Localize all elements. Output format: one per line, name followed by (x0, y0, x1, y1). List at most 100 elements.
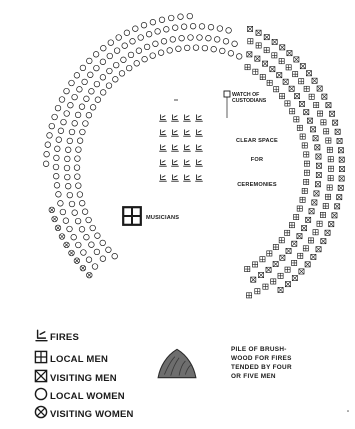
fire-mark (172, 175, 179, 181)
local-woman-seat (65, 147, 71, 153)
brushwood-note: PILE OF BRUSH- WOOD FOR FIRES TENDED BY … (231, 346, 292, 380)
local-man-seat (279, 238, 284, 243)
visiting-man-seat (306, 71, 311, 76)
local-woman-seat (94, 249, 100, 255)
local-woman-seat (116, 35, 122, 41)
legend-item-local-men: LOCAL MEN (35, 351, 108, 365)
local-woman-seat (77, 192, 83, 198)
fire-mark (172, 115, 179, 121)
local-man-seat (298, 253, 303, 258)
local-woman-seat (60, 209, 66, 215)
brushwood-pile-icon (158, 349, 196, 377)
local-woman-seat (124, 30, 130, 36)
fire-mark (196, 160, 203, 166)
note-line2: WOOD FOR FIRES (231, 355, 292, 362)
local-man-seat (256, 43, 261, 48)
local-man-seat (286, 65, 291, 70)
local-woman-seat (65, 156, 71, 162)
visiting-man-seat (292, 241, 297, 246)
local-woman-seat (161, 39, 167, 45)
visiting-man-seat (270, 67, 275, 72)
local-man-seat (294, 214, 299, 219)
local-woman-seat (86, 112, 92, 118)
local-man-seat (320, 212, 325, 217)
visiting-man-seat (301, 226, 306, 231)
local-man-seat (278, 273, 283, 278)
visiting-man-seat (337, 195, 342, 200)
visiting-man-seat (325, 230, 330, 235)
local-man-seat (328, 176, 333, 181)
local-woman-seat (87, 58, 93, 64)
fire-mark (196, 145, 203, 151)
local-woman-seat (75, 218, 81, 224)
local-man-seat (289, 223, 294, 228)
local-woman-seat (55, 105, 61, 111)
speck (347, 410, 349, 412)
local-woman-seat (79, 200, 85, 206)
local-woman-seat (86, 217, 92, 223)
local-woman-seat (146, 31, 152, 37)
clear-space-line2: FOR (251, 157, 263, 163)
local-woman-seat (211, 46, 217, 52)
local-woman-seat (72, 121, 78, 127)
local-woman-seat (53, 164, 59, 170)
local-woman-seat (130, 39, 136, 45)
local-woman-seat (107, 68, 113, 74)
visiting-man-seat (247, 52, 252, 57)
fire-mark (184, 175, 191, 181)
visiting-man-seat (316, 154, 321, 159)
local-woman-seat (106, 247, 112, 253)
local-woman-seat (159, 17, 165, 23)
fires-grid (160, 115, 203, 181)
local-man-seat (321, 120, 326, 125)
local-woman-seat (119, 71, 125, 77)
local-man-seat (279, 94, 284, 99)
local-woman-seat (49, 123, 55, 129)
local-man-seat (327, 147, 332, 152)
local-man-seat (304, 179, 309, 184)
local-woman-seat (59, 97, 65, 103)
local-woman-seat (122, 43, 128, 49)
local-woman-seat (113, 62, 119, 68)
clear-space-line1: CLEAR SPACE (236, 138, 278, 144)
local-woman-seat (64, 165, 70, 171)
local-woman-seat (197, 35, 203, 41)
local-woman-seat (67, 192, 73, 198)
local-woman-seat (199, 24, 205, 30)
local-woman-seat (74, 165, 80, 171)
local-woman-seat (65, 174, 71, 180)
local-woman-seat (74, 73, 80, 79)
local-woman-seat (121, 57, 127, 63)
watch-label-line2: CUSTODIANS (232, 98, 267, 104)
legend-label-local-women: LOCAL WOMEN (50, 391, 125, 402)
visiting-man-seat (299, 101, 304, 106)
local-man-seat (285, 230, 290, 235)
local-woman-seat (89, 89, 95, 95)
local-man-seat (302, 143, 307, 148)
local-man-seat (279, 59, 284, 64)
local-man-seat (255, 289, 260, 294)
visiting-man-seat (311, 254, 316, 259)
local-man-seat (271, 279, 276, 284)
visiting-man-seat (316, 247, 321, 252)
visiting-man-seat (316, 163, 321, 168)
fire-mark (160, 175, 167, 181)
local-woman-seat (88, 72, 94, 78)
local-woman-seat (153, 41, 159, 47)
visiting-man-seat (333, 120, 338, 125)
local-woman-seat (69, 201, 75, 207)
local-man-seat (293, 72, 298, 77)
local-woman-seat (226, 28, 232, 34)
local-woman-seat (100, 240, 106, 246)
local-woman-seat (113, 77, 119, 83)
local-woman-seat (79, 104, 85, 110)
visiting-man-seat (339, 176, 344, 181)
local-woman-seat (106, 83, 112, 89)
visiting-man-seat (326, 103, 331, 108)
local-woman-seat (188, 35, 194, 41)
local-woman-seat (56, 137, 62, 143)
visiting-man-seat (329, 111, 334, 116)
local-man-seat (299, 79, 304, 84)
visiting-man-seat (307, 118, 312, 123)
visiting-woman-seat (55, 225, 61, 231)
